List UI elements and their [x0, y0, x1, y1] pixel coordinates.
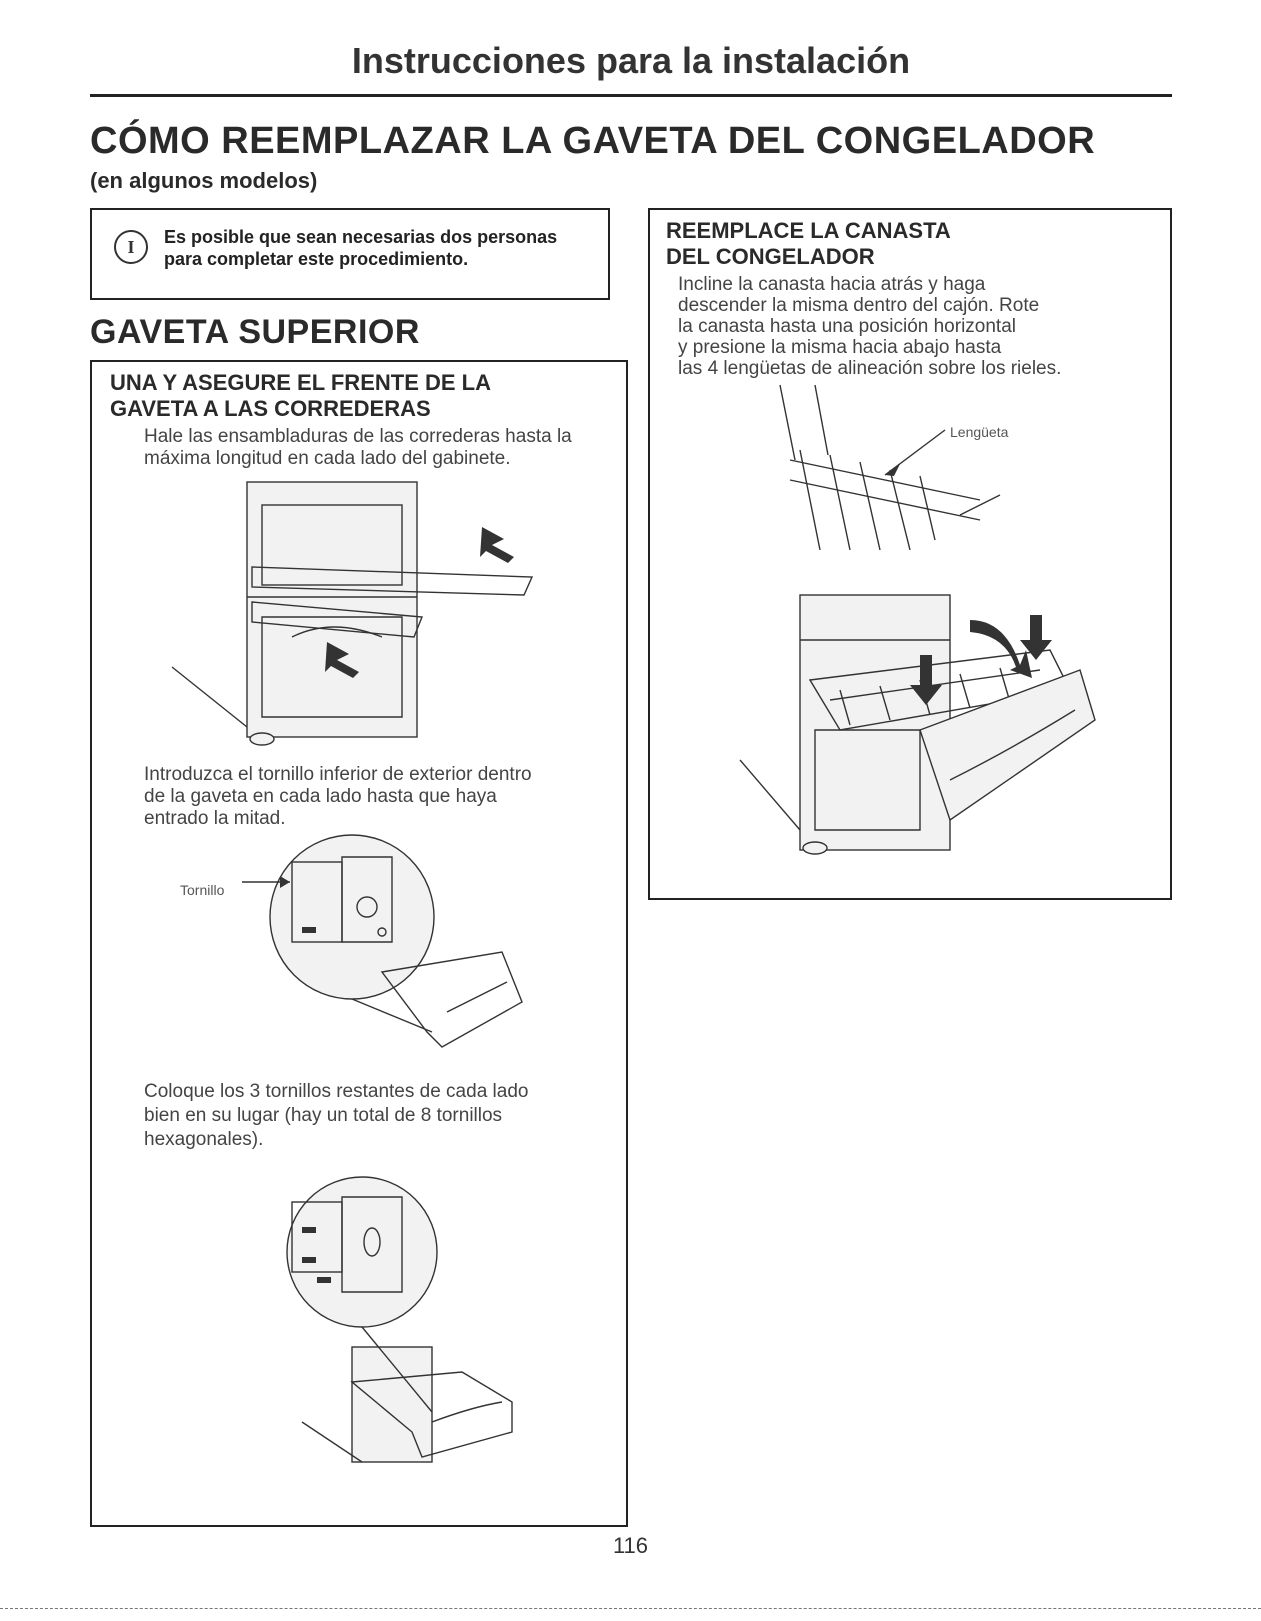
- paragraph-line: las 4 lengüetas de alineación sobre los …: [678, 358, 1062, 379]
- note-text: Es posible que sean necesarias dos perso…: [164, 226, 594, 270]
- instruction-paragraph: Coloque los 3 tornillos restantes de cad…: [144, 1080, 614, 1152]
- paragraph-line: Introduzca el tornillo inferior de exter…: [144, 764, 532, 785]
- page-number: 116: [612, 1533, 649, 1558]
- paragraph-line: la canasta hasta una posición horizontal: [678, 316, 1017, 337]
- basket-panel: REEMPLACE LA CANASTA DEL CONGELADOR Incl…: [648, 208, 1172, 900]
- slides-extended-illustration: [171, 481, 534, 746]
- subsection-heading: GAVETA SUPERIOR: [90, 313, 420, 351]
- step-title: REEMPLACE LA CANASTA DEL CONGELADOR: [666, 218, 951, 270]
- paragraph-line: y presione la misma hacia abajo hasta: [678, 337, 1002, 358]
- instruction-paragraph: Introduzca el tornillo inferior de exter…: [144, 764, 614, 830]
- paragraph-line: descender la misma dentro del cajón. Rot…: [678, 295, 1040, 316]
- paragraph-line: bien en su lugar (hay un total de 8 torn…: [144, 1105, 503, 1126]
- paragraph-line: de la gaveta en cada lado hasta que haya: [144, 786, 497, 807]
- info-icon: I: [114, 230, 148, 264]
- step-title-line: GAVETA A LAS CORREDERAS: [110, 396, 431, 421]
- all-screws-illustration: [286, 1176, 513, 1463]
- paragraph-line: hexagonales).: [144, 1129, 264, 1150]
- header-rule: [90, 94, 1172, 97]
- step-title-line: DEL CONGELADOR: [666, 244, 875, 269]
- step-title-line: UNA Y ASEGURE EL FRENTE DE LA: [110, 370, 491, 395]
- paragraph-line: Incline la canasta hacia atrás y haga: [678, 274, 986, 295]
- screw-detail-illustration: [242, 834, 523, 1048]
- section-subtitle: (en algunos modelos): [90, 168, 318, 193]
- tab-label: Lengüeta: [950, 424, 1009, 440]
- bottom-rule: [0, 1608, 1261, 1610]
- paragraph-line: entrado la mitad.: [144, 808, 286, 829]
- note-text-line: para completar este procedimiento.: [164, 249, 469, 269]
- instruction-paragraph: Incline la canasta hacia atrás y haga de…: [678, 274, 1158, 379]
- paragraph-line: Coloque los 3 tornillos restantes de cad…: [144, 1081, 529, 1102]
- page-header-title: Instrucciones para la instalación: [351, 40, 911, 81]
- paragraph-line: Hale las ensambladuras de las correderas…: [144, 426, 572, 447]
- screw-label: Tornillo: [180, 882, 225, 898]
- step-title-line: REEMPLACE LA CANASTA: [666, 218, 951, 243]
- note-text-line: Es posible que sean necesarias dos perso…: [164, 227, 558, 247]
- basket-in-drawer-illustration: [739, 594, 1096, 855]
- upper-drawer-panel: UNA Y ASEGURE EL FRENTE DE LA GAVETA A L…: [90, 360, 628, 1527]
- paragraph-line: máxima longitud en cada lado del gabinet…: [144, 448, 511, 469]
- step-title: UNA Y ASEGURE EL FRENTE DE LA GAVETA A L…: [110, 370, 491, 422]
- basket-tab-illustration: [779, 384, 1001, 551]
- section-title: CÓMO REEMPLAZAR LA GAVETA DEL CONGELADOR: [90, 120, 1096, 162]
- note-box: I Es posible que sean necesarias dos per…: [90, 208, 610, 300]
- instruction-paragraph: Hale las ensambladuras de las correderas…: [144, 426, 614, 470]
